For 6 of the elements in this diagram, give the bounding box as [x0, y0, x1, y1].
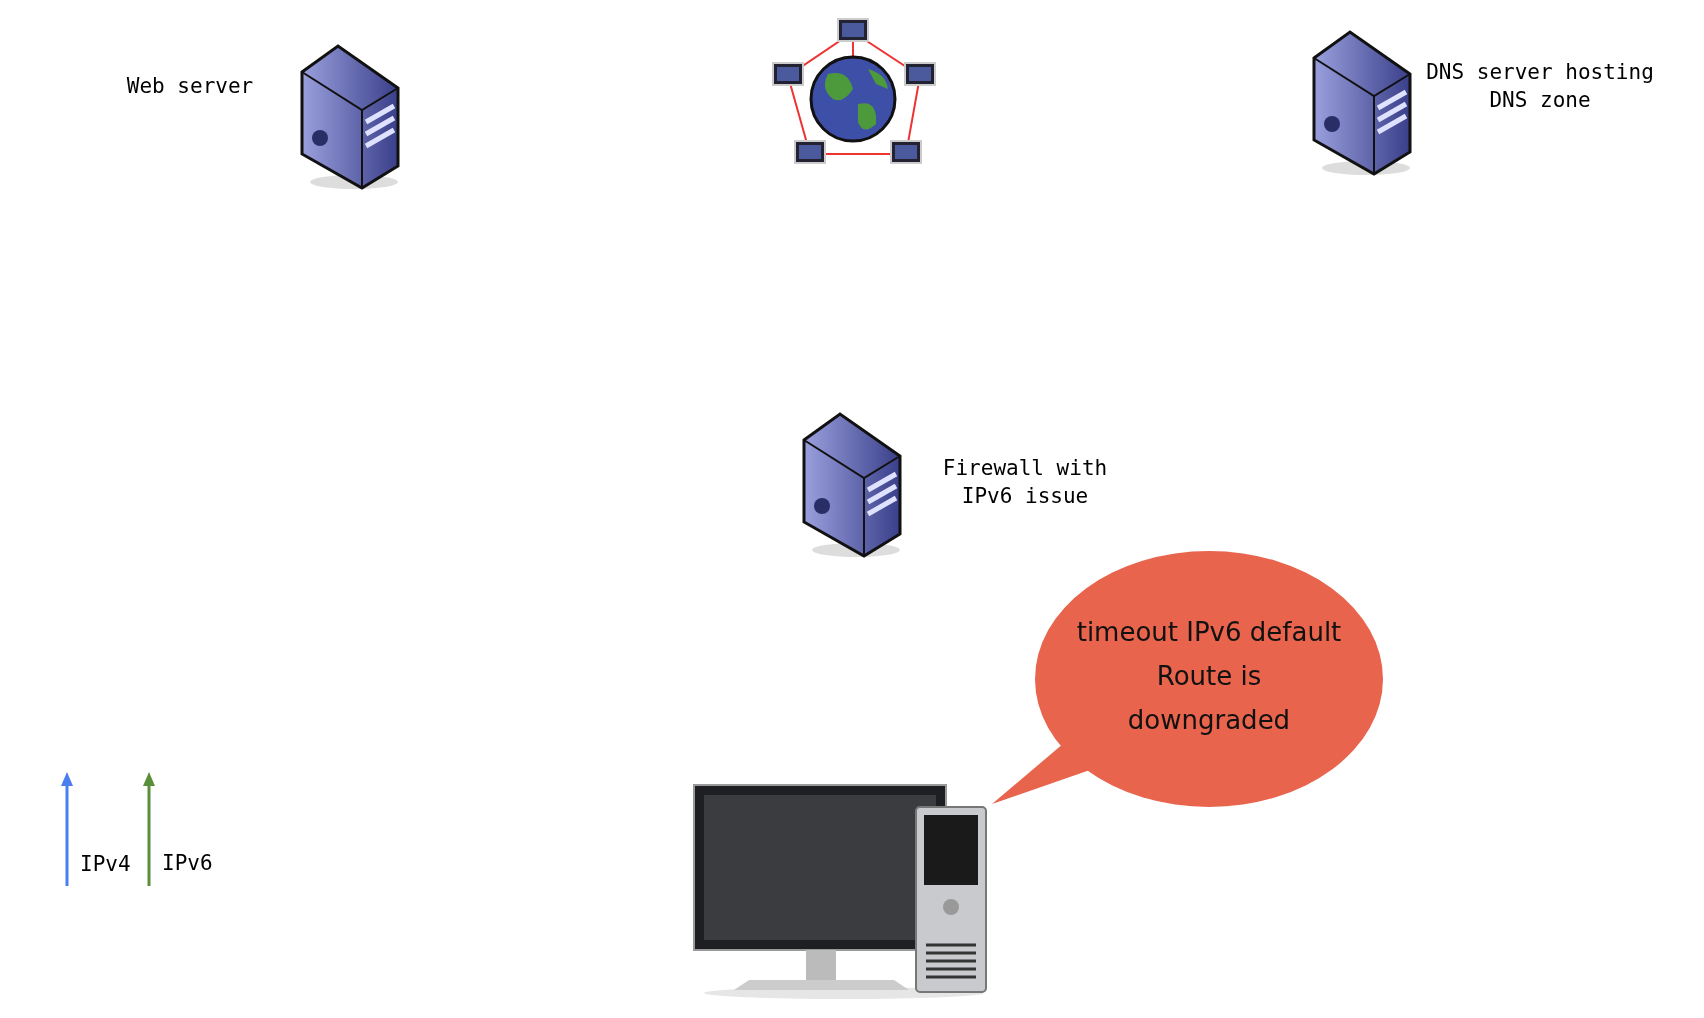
legend-label: IPv4	[80, 852, 131, 876]
bubble-text: timeout IPv6 default Route is downgraded	[1075, 616, 1343, 737]
node-label: Web server	[125, 73, 255, 100]
node-label: DNS server hosting DNS zone	[1425, 59, 1655, 114]
legend-label: IPv6	[162, 851, 213, 875]
node-label: Firewall with IPv6 issue	[941, 455, 1109, 510]
